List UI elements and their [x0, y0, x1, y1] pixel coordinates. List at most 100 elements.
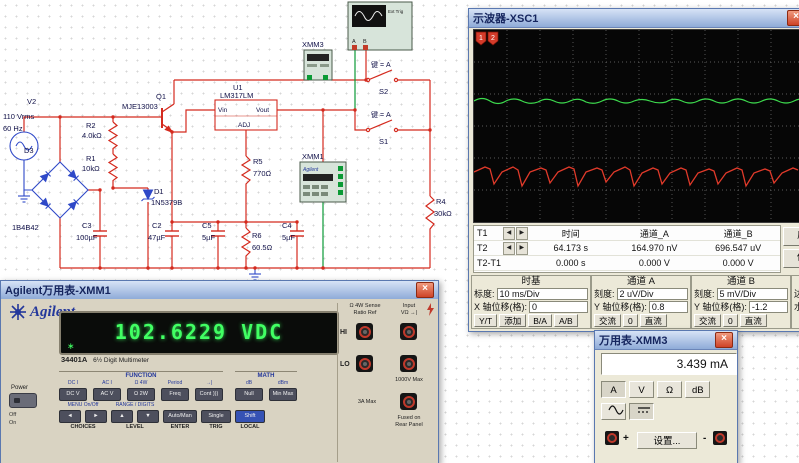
dc-mode-button[interactable] — [629, 403, 654, 420]
xmm3-titlebar[interactable]: 万用表-XMM3 × — [595, 331, 737, 350]
trace-channel-b — [474, 167, 798, 186]
switch-s1[interactable] — [366, 120, 397, 132]
add-mode-button[interactable]: 添加 — [499, 314, 526, 327]
shift-db-label: dB — [235, 380, 263, 386]
agilent-titlebar[interactable]: Agilent万用表-XMM1 × — [1, 281, 438, 300]
ground-symbol[interactable] — [249, 268, 261, 280]
channel-a-dc-button[interactable]: 直流 — [640, 314, 667, 327]
r1-ref: R1 — [86, 154, 96, 163]
readout-row-diff: T2-T1 0.000 s 0.000 V 0.000 V — [474, 256, 780, 271]
negative-terminal-jack[interactable] — [713, 431, 727, 445]
transistor-q1[interactable] — [162, 104, 174, 132]
c2-value: 47µF — [148, 233, 166, 242]
cursor-1-flag[interactable]: 1 — [479, 35, 483, 42]
power-off-label: Off — [9, 411, 16, 419]
timebase-xpos-value[interactable]: 0 — [529, 301, 588, 313]
level-caption: LEVEL — [111, 424, 159, 430]
timebase-scale-value[interactable]: 10 ms/Div — [497, 288, 588, 300]
close-icon[interactable]: × — [715, 332, 733, 348]
reverse-button[interactable]: 反向 — [783, 227, 799, 246]
s2-key: 键 = A — [371, 60, 391, 69]
diff-channel-b-value: 0.000 V — [696, 258, 780, 268]
current-input-jack[interactable] — [400, 393, 417, 410]
sense-hi-jack[interactable] — [356, 323, 373, 340]
agilent-model-line: 34401A 6½ Digit Multimeter — [61, 355, 149, 364]
minmax-button[interactable]: Min Max — [269, 388, 297, 401]
power-on-label: On — [9, 419, 16, 427]
shift-button[interactable]: Shift — [235, 410, 265, 423]
auto-man-button[interactable]: Auto/Man — [163, 410, 197, 423]
xmm1-icon-brand: Agilent — [302, 167, 319, 173]
nav-down-button[interactable]: ▼ — [137, 410, 159, 423]
resistor-r2[interactable] — [109, 122, 117, 150]
d1-ref: D1 — [154, 187, 164, 196]
nav-right-button[interactable]: ► — [85, 410, 107, 423]
close-icon[interactable]: × — [416, 282, 434, 298]
single-button[interactable]: Single — [201, 410, 231, 423]
cursor-flags[interactable]: 1 2 — [476, 32, 498, 45]
ba-mode-button[interactable]: B/A — [528, 314, 552, 327]
d3-value: 1B4B42 — [12, 223, 39, 232]
sense-lo-jack[interactable] — [356, 355, 373, 372]
channel-a-scale-value[interactable]: 2 uV/Div — [617, 288, 688, 300]
dcv-button[interactable]: DC V — [59, 388, 87, 401]
bridge-rectifier-d3[interactable] — [32, 162, 88, 218]
cursor-2-flag[interactable]: 2 — [491, 35, 495, 42]
multimeter-xmm3-icon[interactable] — [304, 50, 332, 80]
resistor-r4[interactable] — [426, 196, 434, 232]
switch-s2[interactable] — [366, 70, 397, 82]
scope-screen[interactable]: 1 2 — [473, 29, 799, 223]
channel-a-ypos-value[interactable]: 0.8 — [649, 301, 688, 313]
resistor-r5[interactable] — [242, 156, 250, 186]
sense-terminal-label: Ω 4W Sense Ratio Ref — [342, 303, 388, 317]
power-button[interactable] — [9, 393, 37, 408]
voltmeter-mode-button[interactable]: V — [629, 381, 654, 398]
wires-green — [323, 50, 355, 268]
oscilloscope-window[interactable]: 示波器-XSC1 × 1 — [468, 8, 799, 332]
channel-a-ypos-label: Y 轴位移(格): — [594, 300, 647, 313]
s2-ref: S2 — [379, 87, 388, 96]
t2t1-label: T2-T1 — [474, 258, 503, 268]
nav-left-button[interactable]: ◄ — [59, 410, 81, 423]
input-lo-jack[interactable] — [400, 355, 417, 372]
channel-b-zero-button[interactable]: 0 — [723, 314, 738, 327]
freq-button[interactable]: Freq — [161, 388, 189, 401]
timebase-xpos-label: X 轴位移(格): — [474, 300, 527, 313]
agilent-front-panel: Agilent 34401A 6½ Digit Multimeter 102.6… — [1, 299, 438, 463]
resistor-r6[interactable] — [242, 228, 250, 258]
ammeter-mode-button[interactable]: A — [601, 381, 626, 398]
channel-b-dc-button[interactable]: 直流 — [740, 314, 767, 327]
acv-button[interactable]: AC V — [93, 388, 121, 401]
capacitor-c2[interactable] — [165, 231, 179, 236]
settings-button[interactable]: 设置... — [637, 432, 697, 449]
t2-right-arrow-button[interactable]: ▶ — [516, 242, 528, 255]
oscilloscope-titlebar[interactable]: 示波器-XSC1 × — [469, 9, 799, 28]
xmm3-multimeter-window[interactable]: 万用表-XMM3 × 3.439 mA A V Ω dB + 设置... - — [594, 330, 738, 463]
yt-mode-button[interactable]: Y/T — [474, 314, 497, 327]
channel-b-ac-button[interactable]: 交流 — [694, 314, 721, 327]
db-mode-button[interactable]: dB — [685, 381, 710, 398]
t2-left-arrow-button[interactable]: ◀ — [503, 242, 515, 255]
channel-a-zero-button[interactable]: 0 — [623, 314, 638, 327]
ab-mode-button[interactable]: A/B — [554, 314, 578, 327]
t1-right-arrow-button[interactable]: ▶ — [516, 227, 528, 240]
channel-a-ac-button[interactable]: 交流 — [594, 314, 621, 327]
input-hi-jack[interactable] — [400, 323, 417, 340]
continuity-button[interactable]: Cont ))) — [195, 388, 223, 401]
t1-left-arrow-button[interactable]: ◀ — [503, 227, 515, 240]
save-button[interactable]: 保存 — [783, 249, 799, 268]
ohmmeter-mode-button[interactable]: Ω — [657, 381, 682, 398]
close-icon[interactable]: × — [787, 10, 799, 26]
positive-terminal-jack[interactable] — [605, 431, 619, 445]
ac-mode-button[interactable] — [601, 403, 626, 420]
resistor-r1[interactable] — [109, 154, 117, 182]
agilent-multimeter-window[interactable]: Agilent万用表-XMM1 × Agilent 34401A 6½ Digi… — [0, 280, 439, 463]
channel-b-scale-value[interactable]: 5 mV/Div — [717, 288, 788, 300]
null-button[interactable]: Null — [235, 388, 263, 401]
v2-value2: 60 Hz — [3, 124, 23, 133]
ohm2w-button[interactable]: Ω 2W — [127, 388, 155, 401]
nav-up-button[interactable]: ▲ — [111, 410, 133, 423]
channel-b-ypos-value[interactable]: -1.2 — [749, 301, 788, 313]
r5-ref: R5 — [253, 157, 263, 166]
scope-icon-term-b: B — [363, 39, 367, 45]
